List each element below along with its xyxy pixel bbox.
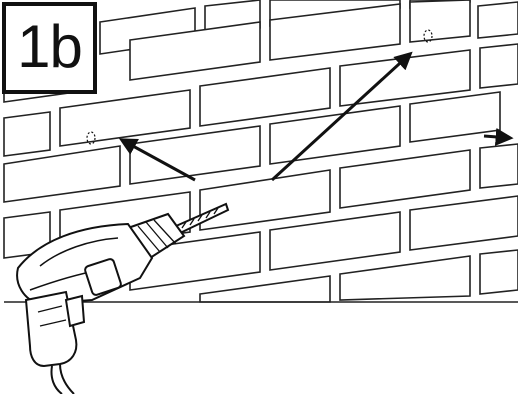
direction-arrow-icon <box>118 51 514 182</box>
step-label: 1b <box>17 13 83 80</box>
step-number-badge: 1b <box>2 2 97 94</box>
drill-hole-mark-icon <box>86 29 433 145</box>
power-drill-icon <box>16 202 230 394</box>
